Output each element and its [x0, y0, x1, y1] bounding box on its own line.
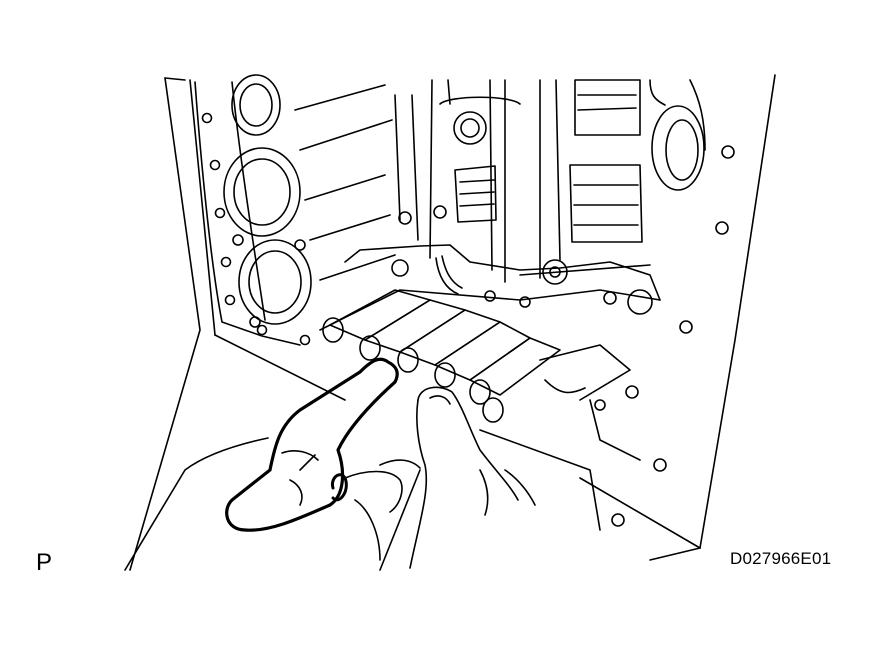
- central-housing: [429, 79, 706, 285]
- valve-body: [319, 205, 661, 531]
- case-outline: [129, 74, 776, 571]
- hand-drawing: [124, 357, 421, 571]
- case-webs: [294, 84, 419, 281]
- corner-label: P: [36, 549, 53, 576]
- figure-code-label: D027966E01: [730, 549, 832, 568]
- gasket-flange: [194, 81, 735, 527]
- drum-bores: [223, 74, 312, 328]
- finger-drawing: [409, 386, 536, 569]
